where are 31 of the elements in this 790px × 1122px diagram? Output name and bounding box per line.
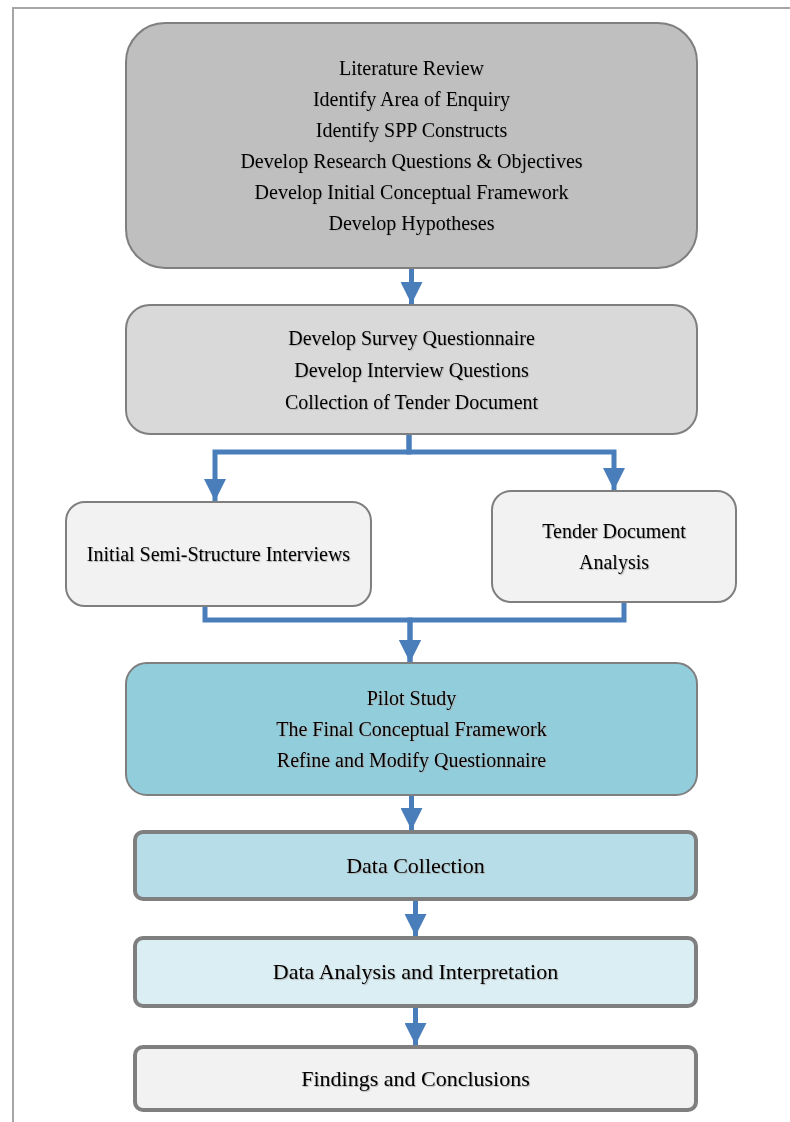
process-box	[125, 662, 698, 796]
step-text: Pilot Study	[366, 685, 457, 712]
step-text: Literature Review	[339, 55, 484, 81]
step-text: Collection of Tender Document	[284, 389, 539, 415]
step-text: Develop Initial Conceptual Framework	[254, 179, 569, 206]
arrow	[406, 435, 625, 490]
step-text: Develop Survey Questionnaire	[288, 325, 535, 352]
step-text: Findings and Conclusions	[301, 1064, 530, 1093]
arrow	[400, 269, 423, 304]
process-box	[125, 304, 698, 435]
step-text: Develop Hypotheses	[328, 210, 495, 237]
process-box	[125, 22, 698, 269]
step-text: Tender Document Analysis	[541, 518, 687, 576]
process-box	[491, 490, 737, 603]
process-box	[133, 936, 698, 1008]
arrow	[400, 796, 423, 830]
process-box	[133, 830, 698, 901]
step-text: The Final Conceptual Framework	[276, 716, 547, 743]
step-text: Develop Research Questions & Objectives	[240, 148, 583, 175]
step-text: Initial Semi-Structure Interviews	[86, 541, 351, 567]
step-text: Identify SPP Constructs	[315, 117, 508, 144]
step-text: Identify Area of Enquiry	[312, 86, 511, 113]
process-box	[65, 501, 372, 607]
step-text: Data Collection	[346, 851, 485, 880]
process-box	[133, 1045, 698, 1112]
arrow	[399, 603, 627, 662]
step-text: Data Analysis and Interpretation	[272, 958, 559, 986]
step-text: Develop Interview Questions	[294, 357, 529, 384]
arrow	[404, 1008, 427, 1045]
step-text: Refine and Modify Questionnaire	[276, 747, 547, 774]
arrow	[404, 901, 427, 936]
